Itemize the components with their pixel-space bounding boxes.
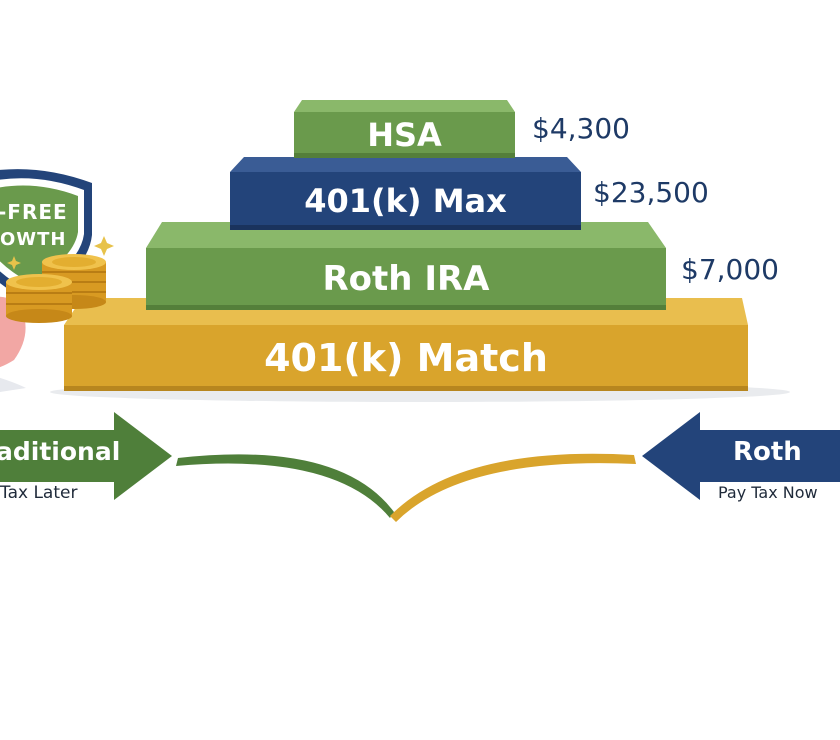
tier-label-401k-max: 401(k) Max bbox=[304, 182, 507, 220]
tier-roth-ira bbox=[146, 222, 666, 310]
sparkle-icon-small bbox=[7, 256, 21, 270]
badge-line-2: OWTH bbox=[0, 229, 67, 250]
tier-label-roth-ira: Roth IRA bbox=[322, 259, 490, 299]
tier-hsa bbox=[294, 100, 515, 158]
amount-hsa: $4,300 bbox=[532, 112, 630, 145]
tier-401k-max bbox=[230, 157, 581, 230]
traditional-label: aditional bbox=[0, 437, 121, 466]
amount-roth-ira: $7,000 bbox=[681, 253, 779, 286]
roth-sub: Pay Tax Now bbox=[718, 483, 818, 502]
tier-label-hsa: HSA bbox=[367, 116, 442, 154]
tier-label-401k-match: 401(k) Match bbox=[264, 336, 548, 380]
badge-line-1: -FREE bbox=[0, 200, 68, 224]
traditional-curve bbox=[176, 454, 394, 518]
traditional-sub: Tax Later bbox=[0, 483, 78, 503]
sparkle-icon bbox=[94, 236, 114, 256]
traditional-arrow bbox=[0, 412, 172, 500]
roth-arrow bbox=[642, 412, 840, 500]
coin-stack-icon bbox=[42, 254, 106, 309]
roth-curve bbox=[390, 453, 636, 522]
coin-stack-icon-front bbox=[6, 274, 72, 323]
roth-label: Roth bbox=[733, 437, 802, 467]
amount-401k-max: $23,500 bbox=[593, 176, 709, 209]
